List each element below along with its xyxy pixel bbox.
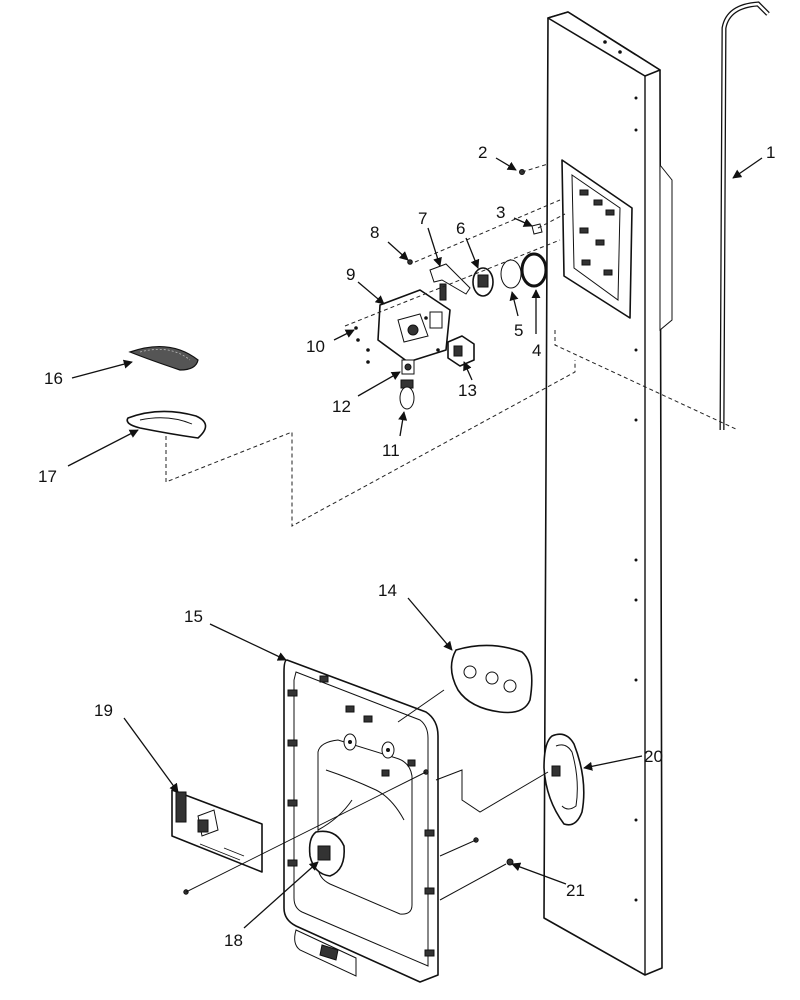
part-3-clip — [531, 223, 543, 235]
part-15-dispenser-housing — [283, 659, 439, 983]
part-6-socket — [472, 267, 494, 297]
leader-11 — [398, 411, 408, 437]
part-17-tray — [126, 410, 207, 439]
callout-19: 19 — [94, 701, 113, 720]
callout-9: 9 — [346, 265, 355, 284]
housing-tabs — [287, 675, 435, 957]
part-4-ring — [520, 252, 548, 288]
leader-1 — [732, 157, 763, 179]
part-1-tube — [719, 1, 770, 431]
leader-14 — [407, 597, 453, 651]
leader-17 — [67, 429, 139, 467]
leader-9 — [357, 281, 385, 305]
leader-20 — [583, 755, 643, 771]
callout-12: 12 — [332, 397, 351, 416]
leader-7 — [427, 227, 442, 267]
callout-16: 16 — [44, 369, 63, 388]
housing-switch-cutouts — [343, 733, 416, 777]
leader-lines — [67, 157, 763, 929]
leader-18 — [243, 861, 319, 929]
callout-21: 21 — [566, 881, 585, 900]
part-14-gasket — [450, 644, 533, 714]
leader-12 — [357, 371, 401, 397]
door-dispenser-slots — [579, 189, 615, 276]
callout-18: 18 — [224, 931, 243, 950]
part-20-cover — [543, 733, 585, 826]
door-panel-flange — [659, 163, 673, 332]
part-19-control-board — [171, 789, 263, 873]
callout-labels: 1 2 3 4 5 6 7 8 9 10 11 12 13 14 15 16 1… — [38, 143, 775, 950]
part-13-relay — [447, 335, 475, 367]
leader-5 — [509, 291, 519, 317]
callout-10: 10 — [306, 337, 325, 356]
callout-7: 7 — [418, 209, 427, 228]
callout-3: 3 — [496, 203, 505, 222]
door-panel — [543, 11, 673, 976]
part-16-grille — [128, 346, 199, 371]
door-panel-screw-holes — [603, 40, 638, 902]
leader-15 — [209, 623, 287, 661]
callout-4: 4 — [532, 341, 541, 360]
callout-11: 11 — [382, 441, 400, 460]
leader-13 — [463, 361, 473, 381]
part-7-lever — [429, 263, 471, 301]
door-dispenser-recess — [571, 174, 621, 301]
part-8-screw — [407, 259, 413, 265]
callout-8: 8 — [370, 223, 379, 242]
dispenser-assembly — [354, 169, 548, 410]
part-10-screws — [354, 316, 440, 364]
leader-2 — [495, 157, 517, 171]
callout-13: 13 — [458, 381, 477, 400]
leader-16 — [71, 359, 133, 379]
callout-6: 6 — [456, 219, 465, 238]
callout-1: 1 — [766, 143, 775, 162]
leader-8 — [387, 241, 409, 261]
callout-14: 14 — [378, 581, 397, 600]
leader-10 — [333, 329, 355, 341]
part-5-lens — [500, 259, 522, 289]
part-9-housing — [377, 289, 451, 363]
lower-assembly-lines — [185, 689, 549, 901]
leader-19 — [123, 717, 179, 793]
upper-assembly-lines — [165, 163, 739, 527]
callout-2: 2 — [478, 143, 487, 162]
callout-20: 20 — [644, 747, 663, 766]
leader-6 — [465, 237, 480, 269]
leader-3 — [513, 217, 533, 227]
callout-5: 5 — [514, 321, 523, 340]
callout-17: 17 — [38, 467, 57, 486]
part-11-bulb — [399, 379, 415, 410]
part-12-bulb-socket — [401, 359, 415, 375]
callout-15: 15 — [184, 607, 203, 626]
leader-21 — [511, 862, 567, 885]
